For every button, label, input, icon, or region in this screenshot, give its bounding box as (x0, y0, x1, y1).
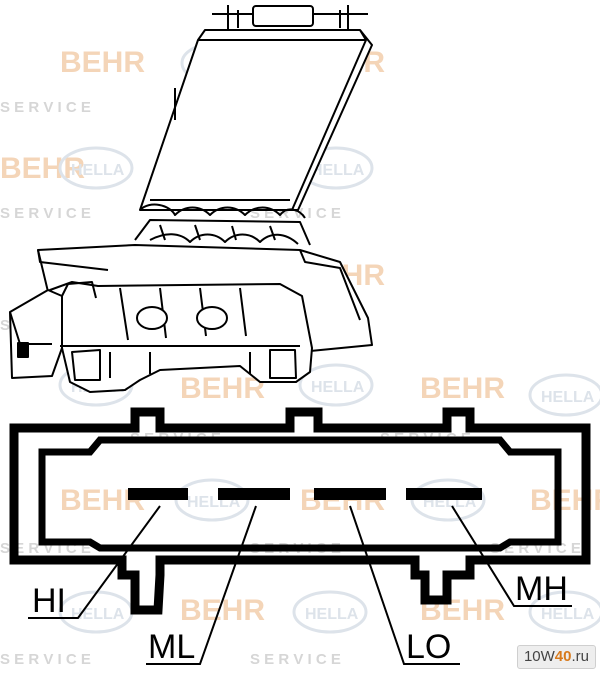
watermark-service: S E R V I C E (0, 651, 91, 668)
watermark-behr: BEHR (60, 46, 145, 79)
site-badge: 10W40.ru (516, 645, 596, 669)
watermark-hella: HELLA (58, 146, 134, 190)
site-badge-accent: 40 (554, 648, 572, 665)
watermark-hella: HELLA (58, 590, 134, 634)
svg-text:HELLA: HELLA (305, 606, 359, 623)
thermal-fuse (212, 5, 368, 30)
watermark-behr: BEHR (180, 372, 265, 405)
watermark-hella: HELLA (292, 590, 368, 634)
pin-label-lo: LO (406, 628, 451, 666)
watermark-behr: BEHR (0, 152, 85, 185)
connector-outline (9, 407, 591, 615)
watermark-service: S E R V I C E (0, 99, 91, 116)
watermark-hella: HELLA (298, 363, 374, 407)
leader-lo (349, 505, 460, 665)
ceramic-body (139, 29, 373, 211)
pin-label-hi: HI (32, 582, 66, 620)
pin-label-ml: ML (148, 628, 195, 666)
watermark-hella: HELLA (528, 373, 600, 417)
leader-ml (146, 505, 257, 665)
watermark-service: S E R V I C E (0, 205, 91, 222)
pin-label-mh: MH (515, 570, 568, 608)
connector-pinout (9, 407, 591, 615)
svg-text:HELLA: HELLA (71, 162, 125, 179)
watermark-service: S E R V I C E (250, 651, 341, 668)
resistor-illustration (9, 5, 373, 393)
leader-mh (451, 505, 572, 607)
svg-text:HELLA: HELLA (311, 379, 365, 396)
watermark-behr: BEHR (420, 372, 505, 405)
svg-text:HELLA: HELLA (71, 606, 125, 623)
leader-lines (28, 505, 572, 665)
site-badge-prefix: 10W (523, 648, 555, 665)
connector-inner-outline (38, 436, 562, 552)
terminal-comb (134, 203, 311, 246)
watermark-hella: HELLA (528, 590, 600, 634)
svg-text:HELLA: HELLA (541, 606, 595, 623)
site-badge-suffix: .ru (571, 648, 589, 665)
connector-block (9, 281, 313, 393)
leader-hi (28, 505, 161, 619)
svg-text:HELLA: HELLA (311, 162, 365, 179)
svg-text:HELLA: HELLA (541, 389, 595, 406)
